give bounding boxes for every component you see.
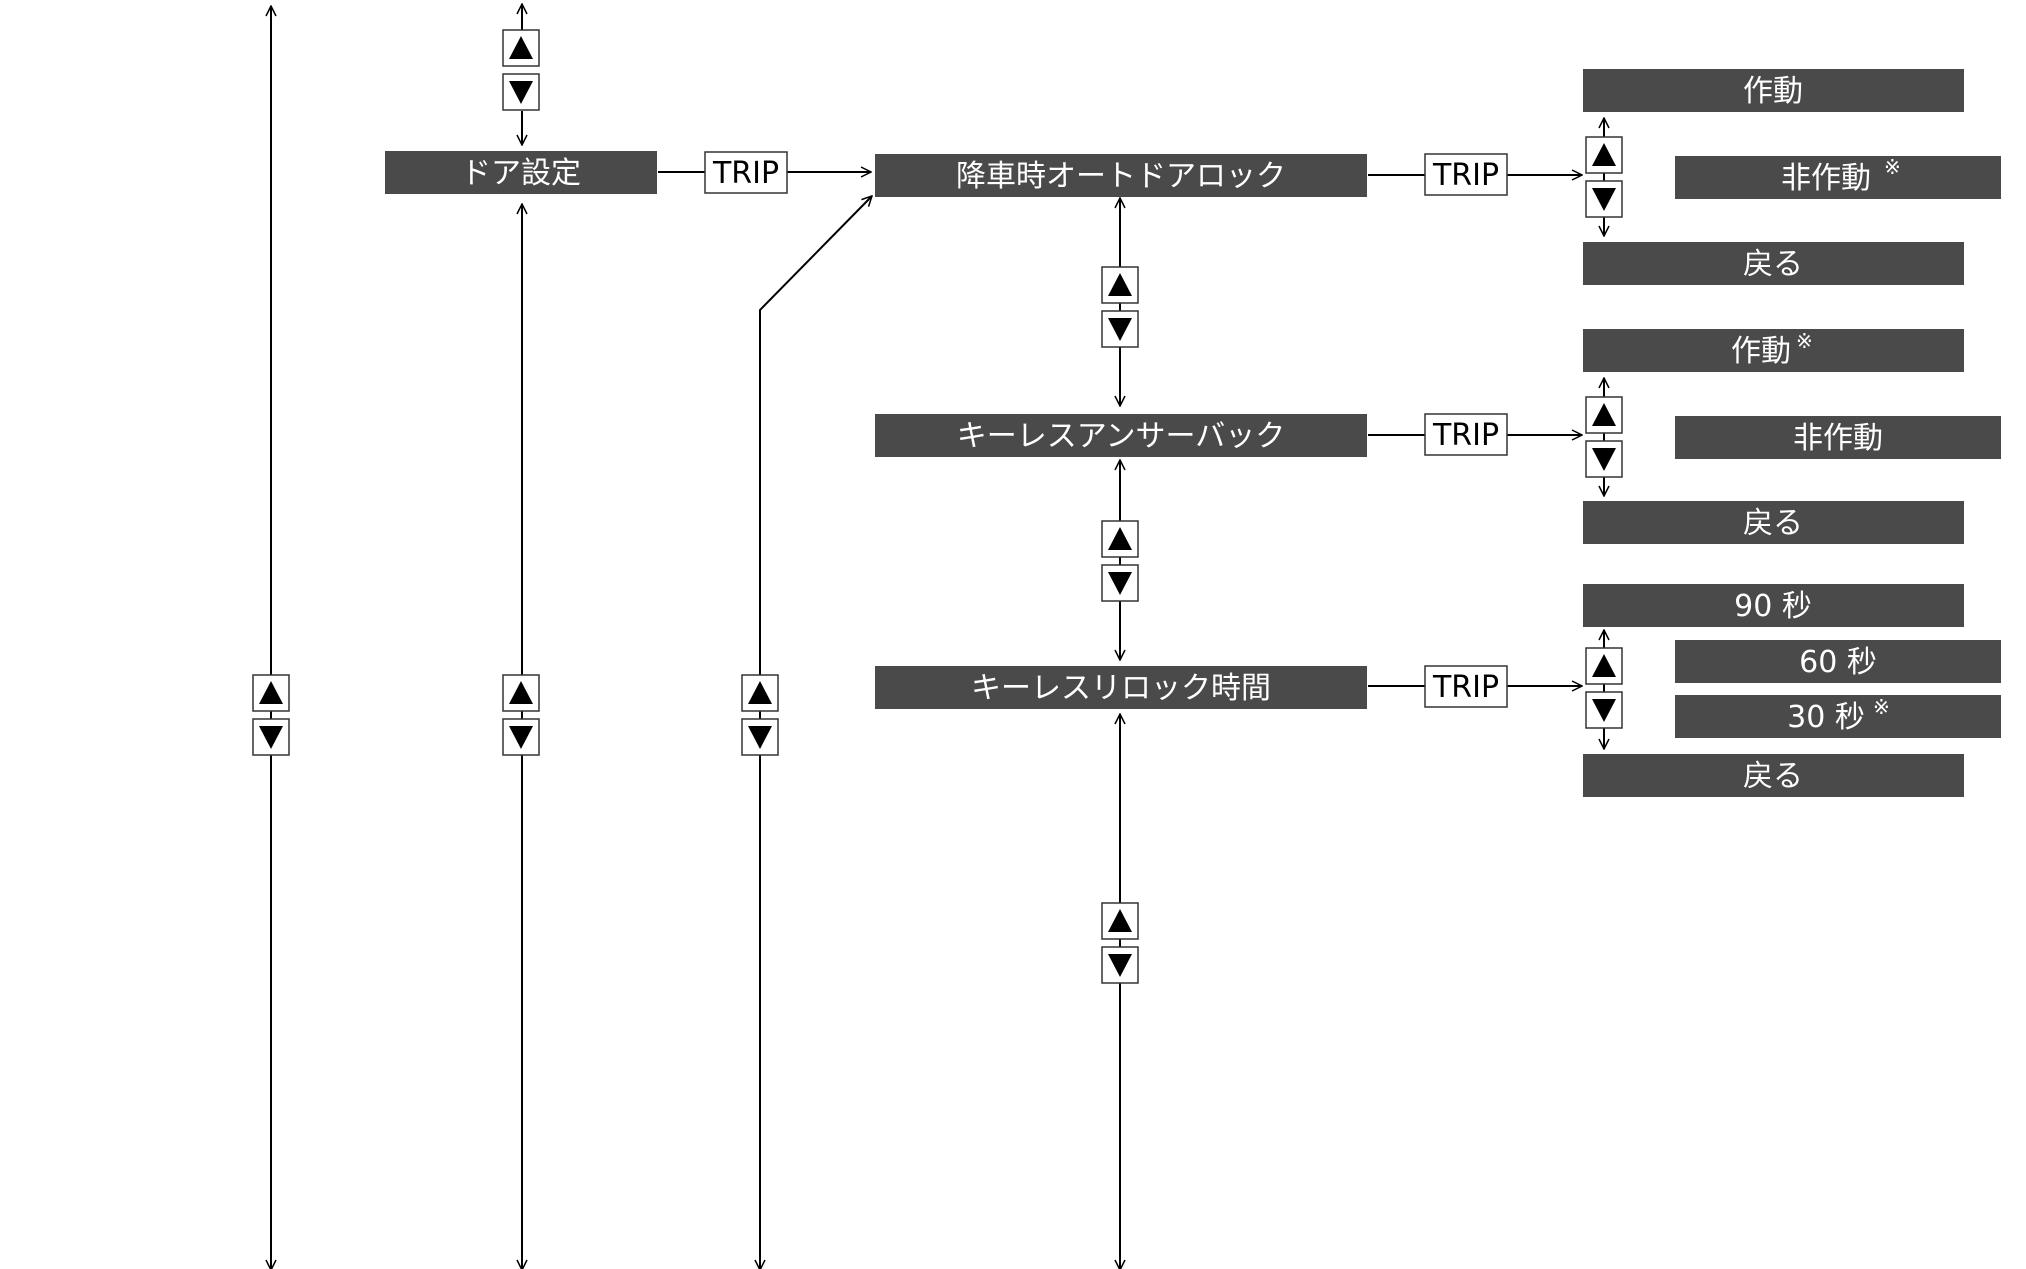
trip-label-door: TRIP xyxy=(712,156,779,191)
option-autolock-off-label: 非作動 xyxy=(1781,161,1871,196)
down-triangle-icon xyxy=(1592,448,1616,471)
option-relock-back-label: 戻る xyxy=(1743,759,1803,794)
scroll-down-button[interactable] xyxy=(1101,946,1139,984)
option-relock-90[interactable]: 90 秒 xyxy=(1583,584,1964,627)
option-answerback-on[interactable]: 作動 ※ xyxy=(1583,329,1964,372)
scroll-up-button[interactable] xyxy=(1585,647,1623,685)
up-down-buttons xyxy=(252,29,1623,984)
scroll-up-button[interactable] xyxy=(252,674,290,712)
down-triangle-icon xyxy=(509,726,533,749)
option-autolock-back-label: 戻る xyxy=(1743,247,1803,282)
option-relock-60[interactable]: 60 秒 xyxy=(1675,640,2001,683)
option-autolock-on[interactable]: 作動 xyxy=(1583,69,1964,112)
keyless-answerback-box[interactable]: キーレスアンサーバック xyxy=(875,414,1367,457)
keyless-relock-time-box[interactable]: キーレスリロック時間 xyxy=(875,666,1367,709)
connector-lines xyxy=(271,4,1604,1269)
keyless-answerback-label: キーレスアンサーバック xyxy=(957,419,1286,454)
option-answerback-off[interactable]: 非作動 xyxy=(1675,416,2001,459)
up-triangle-icon xyxy=(1592,654,1616,677)
down-triangle-icon xyxy=(1592,188,1616,211)
up-triangle-icon xyxy=(1592,403,1616,426)
trip-button-relock[interactable]: TRIP xyxy=(1424,665,1508,708)
trip-label-autolock: TRIP xyxy=(1432,158,1499,193)
trip-button-autolock[interactable]: TRIP xyxy=(1424,153,1508,196)
option-answerback-back-label: 戻る xyxy=(1743,506,1803,541)
option-relock-30-label: 30 秒 xyxy=(1787,700,1865,735)
scroll-down-button[interactable] xyxy=(1585,180,1623,218)
scroll-down-button[interactable] xyxy=(1585,440,1623,478)
default-note-mark: ※ xyxy=(1873,695,1890,719)
scroll-down-button[interactable] xyxy=(1101,564,1139,602)
default-note-mark: ※ xyxy=(1884,155,1901,179)
option-answerback-on-label: 作動 xyxy=(1731,334,1791,369)
down-triangle-icon xyxy=(509,81,533,104)
down-triangle-icon xyxy=(1108,572,1132,595)
up-triangle-icon xyxy=(1108,909,1132,932)
trip-button-door[interactable]: TRIP xyxy=(704,151,788,194)
scroll-up-button[interactable] xyxy=(502,29,540,67)
trip-label-relock: TRIP xyxy=(1432,670,1499,705)
return-line-col3 xyxy=(760,196,872,1269)
scroll-down-button[interactable] xyxy=(502,73,540,111)
scroll-up-button[interactable] xyxy=(1585,396,1623,434)
scroll-down-button[interactable] xyxy=(1101,310,1139,348)
option-answerback-off-label: 非作動 xyxy=(1793,421,1883,456)
option-autolock-back[interactable]: 戻る xyxy=(1583,242,1964,285)
option-autolock-on-label: 作動 xyxy=(1743,74,1803,109)
default-note-mark: ※ xyxy=(1796,329,1813,353)
scroll-up-button[interactable] xyxy=(1101,266,1139,304)
option-relock-90-label: 90 秒 xyxy=(1734,589,1812,624)
scroll-down-button[interactable] xyxy=(741,718,779,756)
scroll-down-button[interactable] xyxy=(1585,691,1623,729)
option-relock-60-label: 60 秒 xyxy=(1799,645,1877,680)
down-triangle-icon xyxy=(259,726,283,749)
door-settings-label: ドア設定 xyxy=(461,156,581,191)
option-autolock-off[interactable]: 非作動 ※ xyxy=(1675,155,2001,199)
down-triangle-icon xyxy=(1592,699,1616,722)
down-triangle-icon xyxy=(1108,318,1132,341)
auto-door-lock-label: 降車時オートドアロック xyxy=(956,159,1286,194)
up-triangle-icon xyxy=(509,681,533,704)
scroll-up-button[interactable] xyxy=(741,674,779,712)
door-settings-box[interactable]: ドア設定 xyxy=(385,151,657,194)
option-relock-30[interactable]: 30 秒 ※ xyxy=(1675,695,2001,738)
auto-door-lock-box[interactable]: 降車時オートドアロック xyxy=(875,154,1367,197)
option-relock-back[interactable]: 戻る xyxy=(1583,754,1964,797)
up-triangle-icon xyxy=(1108,273,1132,296)
up-triangle-icon xyxy=(259,681,283,704)
scroll-up-button[interactable] xyxy=(1585,136,1623,174)
option-answerback-back[interactable]: 戻る xyxy=(1583,501,1964,544)
down-triangle-icon xyxy=(748,726,772,749)
up-triangle-icon xyxy=(509,36,533,59)
scroll-down-button[interactable] xyxy=(502,718,540,756)
scroll-up-button[interactable] xyxy=(1101,902,1139,940)
keyless-relock-time-label: キーレスリロック時間 xyxy=(971,671,1271,706)
scroll-down-button[interactable] xyxy=(252,718,290,756)
trip-button-answerback[interactable]: TRIP xyxy=(1424,413,1508,456)
scroll-up-button[interactable] xyxy=(1101,520,1139,558)
trip-label-answerback: TRIP xyxy=(1432,418,1499,453)
up-triangle-icon xyxy=(1108,527,1132,550)
down-triangle-icon xyxy=(1108,954,1132,977)
scroll-up-button[interactable] xyxy=(502,674,540,712)
up-triangle-icon xyxy=(1592,143,1616,166)
up-triangle-icon xyxy=(748,681,772,704)
